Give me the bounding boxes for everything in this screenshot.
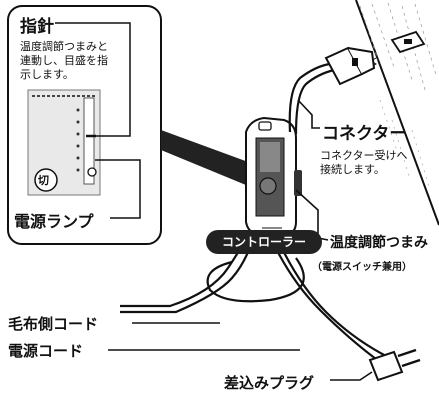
blanket-cord-label: 毛布側コード: [8, 315, 99, 333]
controller: [245, 116, 302, 237]
pointer-description-line-1: 温度調節つまみと: [20, 40, 108, 53]
lamp-leader: [95, 159, 141, 219]
label-leaders: [108, 99, 373, 381]
pointer-description-line-2: 連動し、目盛を指: [20, 54, 108, 67]
dial-panel: [27, 89, 101, 196]
pointer-description-line-3: 示します。: [20, 68, 74, 81]
off-mark: 切: [38, 174, 49, 187]
connector-label: コネクター: [322, 124, 407, 144]
cable-connector: [324, 46, 376, 86]
connector-description-line-1: コネクター受けへ: [320, 149, 408, 162]
connector-description-line-2: 接続します。: [320, 163, 385, 176]
wall: [355, 0, 439, 226]
pointer-leader: [55, 22, 131, 137]
pointer-label: 指針: [20, 17, 54, 37]
controller-label: コントローラー: [206, 230, 322, 254]
callout-pointer: [161, 130, 270, 190]
plug: [368, 348, 421, 382]
temperature-knob-label: 温度調節つまみ: [330, 235, 428, 251]
plug-label: 差込みプラグ: [224, 374, 315, 392]
power-cord-label: 電源コード: [8, 342, 84, 360]
power-switch-note: （電源スイッチ兼用）: [312, 262, 412, 273]
power-lamp-label: 電源ランプ: [14, 212, 94, 231]
